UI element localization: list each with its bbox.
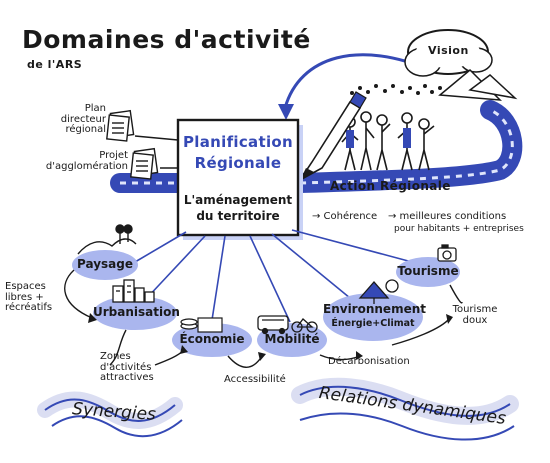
vision-label: Vision bbox=[428, 44, 469, 57]
people-shirts bbox=[346, 128, 411, 148]
domain-paysage: Paysage bbox=[77, 257, 133, 271]
landscape-icon bbox=[77, 224, 137, 255]
domain-environnement: Environnement bbox=[323, 302, 426, 316]
document-icon bbox=[106, 109, 135, 142]
conditions-label: → meilleures conditions bbox=[388, 211, 507, 222]
planification-title-line2: Régionale bbox=[194, 154, 282, 172]
bus-icon bbox=[257, 315, 289, 335]
camera-icon bbox=[437, 244, 457, 262]
action-regionale-label: Action Régionale bbox=[330, 179, 451, 193]
conditions-sub-label: pour habitants + entreprises bbox=[394, 224, 524, 234]
domain-urbanisation: Urbanisation bbox=[93, 305, 180, 319]
accessibilite-label: Accessibilité bbox=[224, 374, 286, 385]
domain-economie: Économie bbox=[179, 332, 245, 346]
espaces-libres-label: Espaces libres + récréatifs bbox=[5, 281, 53, 313]
coherence-label: → Cohérence bbox=[312, 211, 378, 222]
vision-cloud-fill bbox=[416, 36, 480, 68]
planification-subtitle-line2: du territoire bbox=[196, 209, 280, 223]
plan-directeur-label: Plan directeur régional bbox=[60, 103, 106, 135]
buildings-icon bbox=[112, 279, 155, 303]
zones-activites-label: Zones d'activités attractives bbox=[100, 351, 154, 383]
connector-line bbox=[134, 135, 179, 141]
projet-agglomeration-label: Projet d'agglomération bbox=[45, 150, 128, 172]
mountain-icon bbox=[468, 74, 518, 100]
document-icon bbox=[130, 147, 159, 180]
people-icon bbox=[341, 111, 435, 171]
thought-dots bbox=[350, 84, 442, 95]
planification-title-line1: Planification bbox=[183, 133, 293, 151]
domain-energie-climat: Énergie+Climat bbox=[331, 318, 415, 329]
planification-subtitle-line1: L'aménagement bbox=[183, 193, 293, 207]
domain-links bbox=[134, 229, 413, 323]
page-subtitle: de l'ARS bbox=[27, 58, 83, 71]
relations-ribbon bbox=[291, 377, 519, 441]
cycle-arrow-heads bbox=[88, 313, 453, 361]
coins-icon bbox=[180, 317, 223, 333]
feedback-arrow-head bbox=[278, 104, 294, 120]
action-band-highlight bbox=[120, 108, 514, 185]
domain-tourisme: Tourisme bbox=[397, 264, 459, 278]
nature-icon bbox=[358, 279, 399, 304]
domain-mobilite: Mobilité bbox=[264, 332, 320, 346]
decarbonisation-label: Décarbonisation bbox=[328, 356, 410, 367]
bike-icon bbox=[291, 318, 318, 333]
tourisme-doux-label: Tourisme doux bbox=[452, 304, 498, 326]
planification-box bbox=[176, 118, 300, 237]
pencil-icon bbox=[299, 91, 367, 181]
page-title: Domaines d'activité bbox=[22, 25, 311, 54]
synergies-ribbon bbox=[37, 391, 183, 438]
